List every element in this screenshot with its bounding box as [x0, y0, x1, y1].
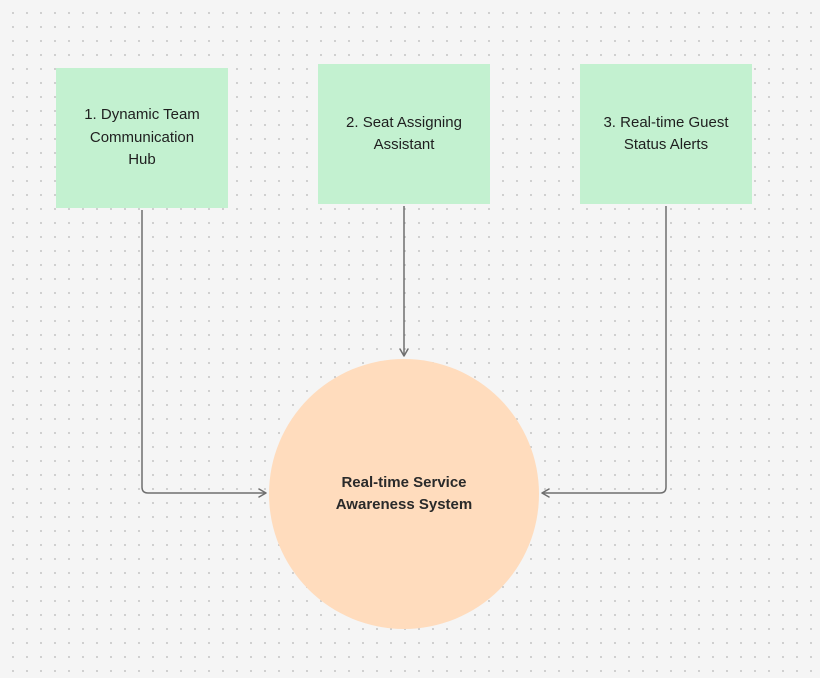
connector-1-to-hub[interactable]: [141, 210, 267, 498]
sticky-note-dynamic-team-communication-hub[interactable]: 1. Dynamic Team Communication Hub: [56, 68, 228, 208]
hub-label: Real-time Service Awareness System: [335, 474, 473, 513]
connector-3-to-hub[interactable]: [541, 206, 667, 498]
sticky-note-real-time-guest-status-alerts[interactable]: 3. Real-time Guest Status Alerts: [580, 64, 752, 204]
hub-circle-real-time-service-awareness-system[interactable]: Real-time Service Awareness System: [269, 359, 539, 629]
sticky-note-label: 2. Seat Assigning Assistant: [346, 113, 462, 154]
sticky-note-label: 1. Dynamic Team Communication Hub: [84, 106, 200, 169]
sticky-note-seat-assigning-assistant[interactable]: 2. Seat Assigning Assistant: [318, 64, 490, 204]
sticky-note-label: 3. Real-time Guest Status Alerts: [603, 113, 729, 154]
